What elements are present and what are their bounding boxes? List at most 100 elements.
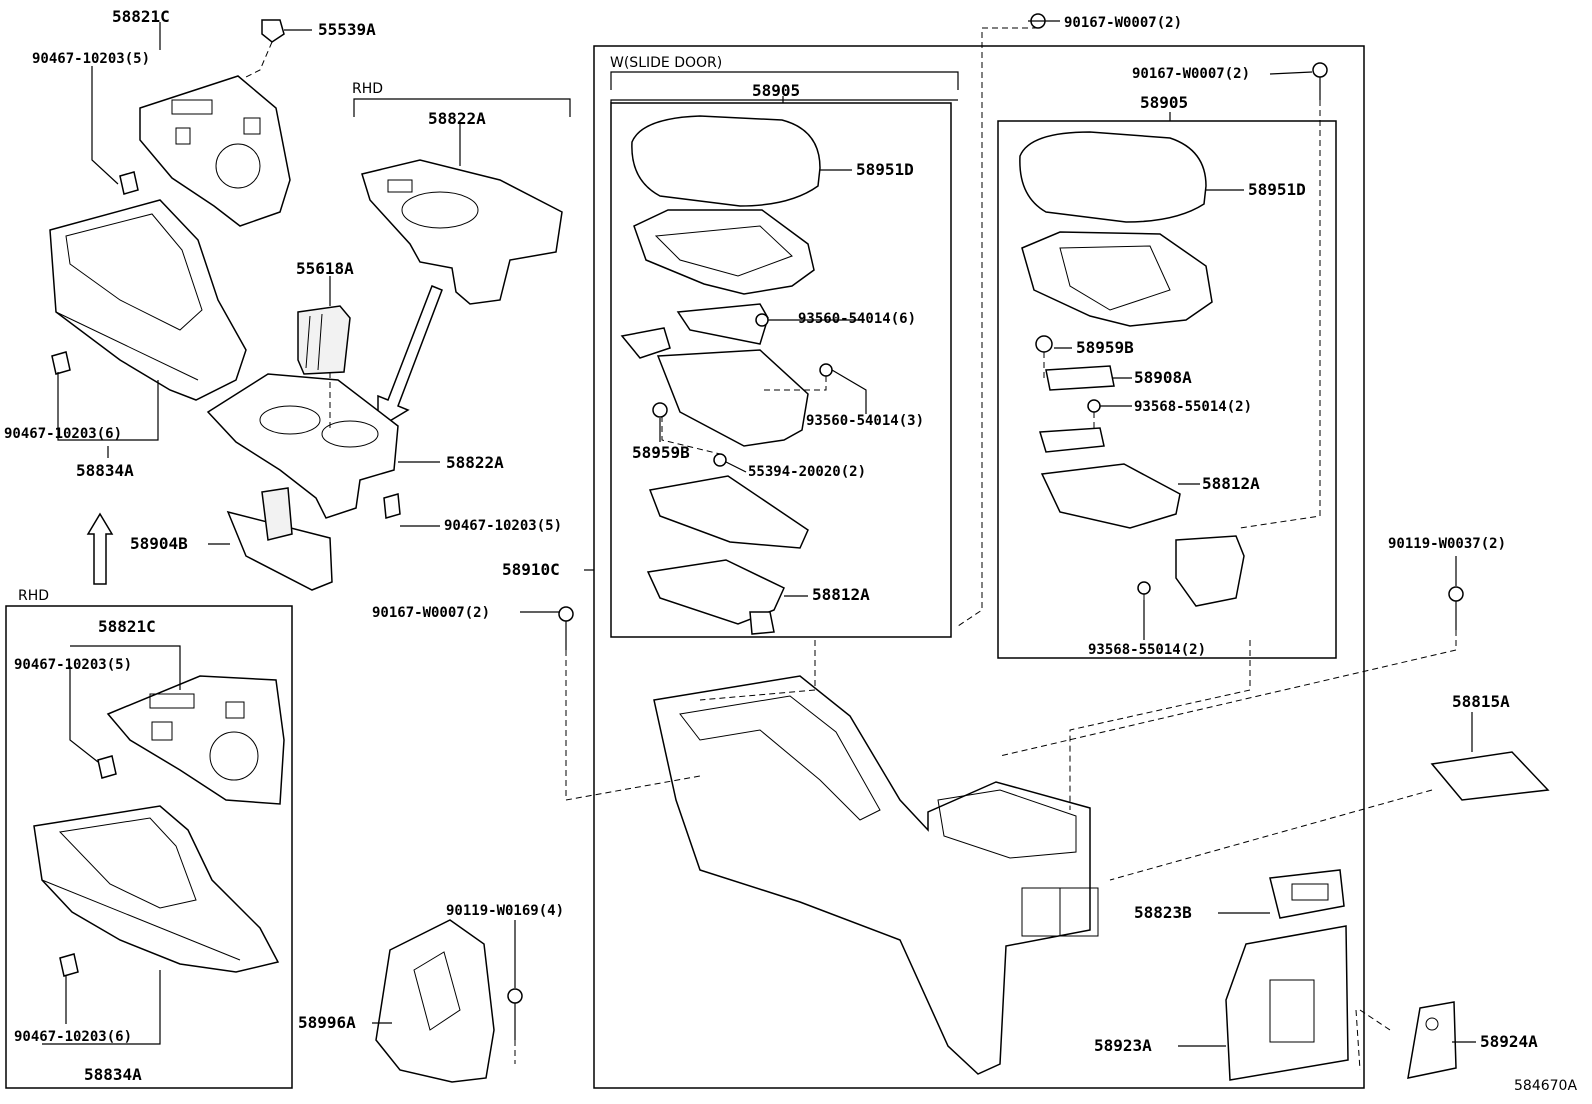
armrest-lid-58951d-right <box>1019 131 1207 223</box>
armrest-box-right <box>997 120 1337 659</box>
bezel-switch-b-bot <box>225 701 245 719</box>
arrow-up <box>86 512 114 585</box>
latch-button-left <box>620 327 671 359</box>
dash-58959b-left <box>661 416 721 455</box>
label-58904b: 58904B <box>130 534 188 553</box>
label-58923a: 58923A <box>1094 1036 1152 1055</box>
panel-edge-bot <box>41 879 241 961</box>
lid-inner-ribs-left <box>654 225 793 277</box>
panel-edge-mid <box>55 311 199 381</box>
label-58959b-left: 58959B <box>632 443 690 462</box>
clip-58959b-right <box>1035 335 1053 353</box>
cover-58823b-slot <box>1291 883 1329 901</box>
figure-id: 584670A <box>1514 1078 1577 1094</box>
bezel-switch-a-top <box>175 127 191 145</box>
label-93568-top: 93568-55014(2) <box>1134 399 1252 415</box>
tray-58812a-left <box>646 559 785 625</box>
insert-rib-b <box>317 313 323 371</box>
clip-58959b-left <box>652 402 668 418</box>
lid-inner-right <box>1021 231 1213 327</box>
label-58996a: 58996A <box>298 1013 356 1032</box>
lead-93560-3 <box>831 369 867 414</box>
bolt-90167-right <box>1312 62 1328 78</box>
latch-bracket-right <box>1039 427 1105 453</box>
lead-58834a-bot <box>42 970 161 1045</box>
lead-58821c-bot <box>70 645 181 690</box>
bracket-58996a <box>375 919 495 1083</box>
dash-90167-right <box>1239 100 1321 529</box>
clip-90467-top <box>119 171 139 195</box>
bolt-90119-w0037 <box>1448 586 1464 602</box>
label-58834a-mid: 58834A <box>76 461 134 480</box>
label-58924a: 58924A <box>1480 1032 1538 1051</box>
cupholder-ring-top <box>401 191 479 229</box>
bezel-switch-slot-top <box>171 99 213 115</box>
label-55539a: 55539A <box>318 20 376 39</box>
cupholder-58822a-mid <box>206 373 399 519</box>
label-58821c-bot: 58821C <box>98 617 156 636</box>
label-58951d-right: 58951D <box>1248 180 1306 199</box>
label-55618a: 55618A <box>296 259 354 278</box>
label-58821c-top: 58821C <box>112 7 170 26</box>
label-90167-left: 90167-W0007(2) <box>372 605 490 621</box>
lead-90167-right <box>1269 71 1313 75</box>
dash-left-armrest <box>699 640 816 701</box>
clip-90467-bot <box>59 953 79 977</box>
screw-93560-3 <box>819 363 833 377</box>
label-58822a-top: 58822A <box>428 109 486 128</box>
bolt-90119-w0169 <box>507 988 523 1004</box>
screw-93560-6 <box>755 313 769 327</box>
label-90119-w0169: 90119-W0169(4) <box>446 903 564 919</box>
slide-door-label: W(SLIDE DOOR) <box>610 55 722 71</box>
tray-58812a-right <box>1040 463 1181 529</box>
label-58951d-left: 58951D <box>856 160 914 179</box>
lead-55394 <box>725 461 747 473</box>
bezel-switch-b-top <box>243 117 261 135</box>
dash-58924a <box>1355 1009 1361 1071</box>
label-58815a: 58815A <box>1452 692 1510 711</box>
panel-58923a-opening <box>1269 979 1315 1043</box>
label-93560-3: 93560-54014(3) <box>806 413 924 429</box>
dash-58924a-b <box>1359 1009 1391 1031</box>
rhd-top-label: RHD <box>352 81 383 97</box>
label-93568-bot: 93568-55014(2) <box>1088 642 1206 658</box>
lid-inner-box-right <box>1059 245 1171 311</box>
label-90167-top: 90167-W0007(2) <box>1064 15 1182 31</box>
dash-90167-top <box>957 27 1038 627</box>
assy-left-label: 58905 <box>752 81 800 100</box>
rhd-bottom-label: RHD <box>18 588 49 604</box>
dash-58815a <box>1109 789 1433 881</box>
clip-90467-bot-top <box>97 755 117 779</box>
cupholder-ring-b <box>321 420 379 448</box>
cupholder-tab-top <box>387 179 413 193</box>
dash-90119-w0037 <box>999 630 1457 757</box>
lower-panel-58834a-bot <box>33 805 280 973</box>
label-90467-5-top: 90467-10203(5) <box>32 51 150 67</box>
part-58924a <box>1407 1001 1457 1079</box>
label-55394: 55394-20020(2) <box>748 464 866 480</box>
arrow-rhd-58822a <box>377 285 443 430</box>
armrest-lid-58951d-left <box>631 115 821 207</box>
label-90119-w0037: 90119-W0037(2) <box>1388 536 1506 552</box>
label-58812a-left: 58812A <box>812 585 870 604</box>
dash-93560-3 <box>760 376 827 391</box>
lead-90467-mid <box>57 372 159 441</box>
part-58924a-hole <box>1425 1017 1439 1031</box>
rhd-box-bottom <box>5 605 293 1089</box>
label-93560-6: 93560-54014(6) <box>798 311 916 327</box>
label-58959b-right: 58959B <box>1076 338 1134 357</box>
insert-rib-a <box>305 315 311 369</box>
console-body-58910c <box>653 675 1091 1075</box>
tray-58904b <box>226 510 333 591</box>
label-58834a-bot: 58834A <box>84 1065 142 1084</box>
label-58908a: 58908A <box>1134 368 1192 387</box>
label-90467-5-bot: 90467-10203(5) <box>14 657 132 673</box>
assembly-frame-58910c <box>593 45 1365 1089</box>
cover-58823b <box>1269 869 1345 919</box>
latch-plate-left <box>676 303 769 345</box>
screw-93568-top <box>1087 399 1101 413</box>
dash-55539a <box>243 41 273 79</box>
label-90467-5-mid: 90467-10203(5) <box>444 518 562 534</box>
screw-93568-bot <box>1137 581 1151 595</box>
